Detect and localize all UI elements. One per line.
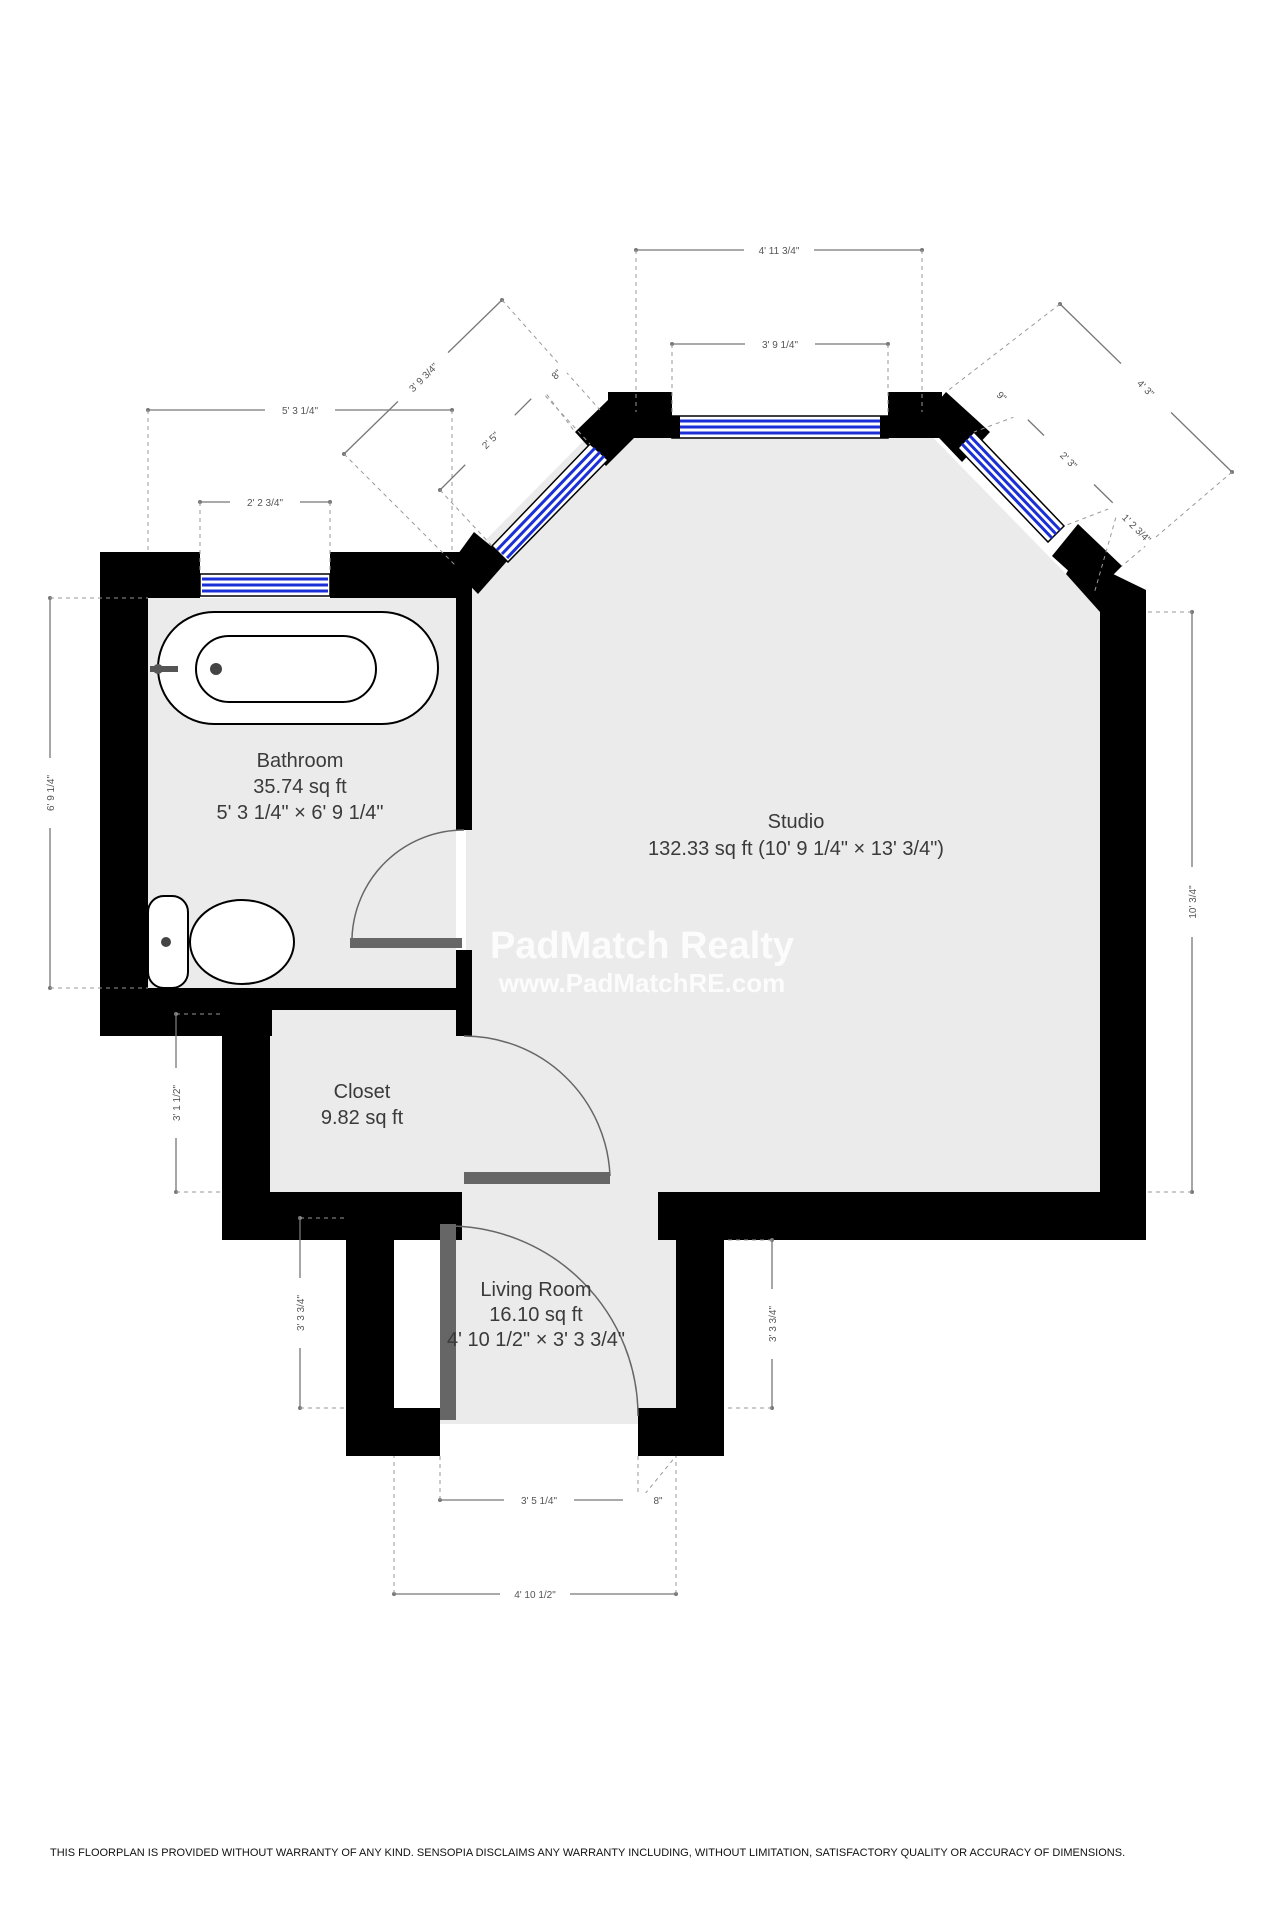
studio-area-dims: 132.33 sq ft (10' 9 1/4" × 13' 3/4")	[648, 838, 944, 860]
dimension-lines: 4' 11 3/4" 3' 9 1/4" 5' 3 1/4" 2' 2 3/4" 6' …	[43, 243, 1234, 1601]
dimension-label-bg	[169, 1068, 183, 1138]
toilet-icon	[147, 895, 295, 989]
living-bottom-right-wall	[638, 1408, 724, 1456]
studio-bottom-wall	[658, 1192, 1146, 1240]
bathroom-top-wall-left	[100, 552, 200, 598]
bathroom-door-leaf	[350, 938, 462, 948]
extension-line	[439, 489, 493, 547]
bathroom-name: Bathroom	[257, 750, 344, 772]
closet-door-swing	[463, 1035, 611, 1177]
living-bottom-left-wall	[346, 1408, 440, 1456]
closet-name: Closet	[334, 1081, 391, 1103]
dimension-label-bg	[265, 403, 335, 417]
living-room-dims: 4' 10 1/2" × 3' 3 3/4"	[447, 1329, 625, 1351]
floors	[148, 416, 1100, 1424]
closet-door-leaf	[464, 1172, 610, 1184]
closet-area: 9.82 sq ft	[321, 1107, 404, 1129]
living-room-name: Living Room	[480, 1279, 591, 1301]
extension-line	[945, 303, 1061, 393]
closet-bottom-wall	[222, 1192, 462, 1240]
watermark: PadMatch Realty www.PadMatchRE.com	[490, 925, 794, 998]
dimension-label-living-left-height: 3' 3 3/4"	[296, 1295, 307, 1331]
living-room-area: 16.10 sq ft	[489, 1304, 583, 1326]
dimension-label-bg	[765, 1289, 779, 1359]
dimension-label-top-width: 4' 11 3/4"	[759, 246, 800, 257]
dimension-label-bg	[293, 1278, 307, 1348]
dimension-label-bath-height: 6' 9 1/4"	[46, 775, 57, 811]
dimension-label-living-right-height: 3' 3 3/4"	[768, 1306, 779, 1342]
watermark-brand: PadMatch Realty	[490, 925, 794, 967]
extension-line	[1121, 471, 1233, 567]
bathroom-top-wall-right	[330, 552, 472, 598]
bathroom-studio-wall-upper	[456, 590, 472, 830]
watermark-url: www.PadMatchRE.com	[498, 968, 786, 998]
bathroom-left-wall	[100, 552, 148, 1036]
bathroom-door-swing	[351, 829, 465, 939]
dimension-label-top-window: 3' 9 1/4"	[762, 340, 798, 351]
studio-name: Studio	[768, 811, 825, 833]
dimension-label-bath-top-width: 5' 3 1/4"	[282, 406, 318, 417]
extension-line	[639, 1455, 677, 1501]
extension-line	[1093, 509, 1119, 595]
dimension-label-bg	[1185, 867, 1199, 937]
room-labels: Bathroom 35.74 sq ft 5' 3 1/4" × 6' 9 1/…	[217, 750, 944, 1351]
dimension-label-bg	[745, 337, 815, 351]
dimension-label-closet-height: 3' 1 1/2"	[172, 1085, 183, 1121]
dimension-label-bg	[1107, 498, 1167, 558]
fixtures	[147, 611, 439, 989]
window-right-diagonal	[956, 430, 1066, 544]
bathroom-bottom-wall	[100, 988, 472, 1010]
dimension-label-studio-right-height: 10' 3/4"	[1188, 885, 1199, 919]
doors	[350, 829, 639, 1420]
dimension-label-bath-window: 2' 2 3/4"	[247, 498, 283, 509]
window-left-diagonal	[490, 442, 610, 564]
dimension-label-bg	[526, 344, 586, 404]
extension-line	[541, 387, 576, 433]
dimension-label-bg	[504, 1493, 574, 1507]
windows	[199, 415, 1066, 597]
dimension-label-bg	[1116, 358, 1176, 418]
bathroom-area: 35.74 sq ft	[253, 776, 347, 798]
studio-right-wall	[1100, 610, 1146, 1240]
bathtub-icon	[150, 611, 439, 725]
dimension-label-door-width: 3' 5 1/4"	[521, 1496, 557, 1507]
dimension-label-bg	[460, 410, 520, 470]
walls	[100, 392, 1146, 1456]
dimension-label-bg	[1039, 430, 1099, 490]
window-bathroom	[199, 573, 331, 597]
dimension-label-door-side: 8"	[653, 1496, 663, 1507]
dimension-label-bg	[972, 366, 1032, 426]
dimension-label-bg	[230, 495, 300, 509]
disclaimer-text: THIS FLOORPLAN IS PROVIDED WITHOUT WARRA…	[50, 1847, 1126, 1859]
extension-line	[343, 453, 456, 566]
dimension-label-bg	[744, 243, 814, 257]
extension-line	[501, 299, 601, 411]
extension-line	[1063, 505, 1117, 527]
entry-door-leaf	[440, 1224, 456, 1420]
dimension-label-bg	[393, 347, 453, 407]
dimension-label-bg	[500, 1587, 570, 1601]
left-diag-pillar-bottom	[450, 532, 508, 594]
right-diag-pillar-bottom	[1052, 524, 1122, 594]
dimension-label-living-bottom-width: 4' 10 1/2"	[514, 1590, 556, 1601]
dimension-label-bg	[43, 758, 57, 828]
bathroom-dims: 5' 3 1/4" × 6' 9 1/4"	[217, 802, 384, 824]
entry-door-swing	[447, 1225, 639, 1417]
window-top	[671, 415, 889, 439]
